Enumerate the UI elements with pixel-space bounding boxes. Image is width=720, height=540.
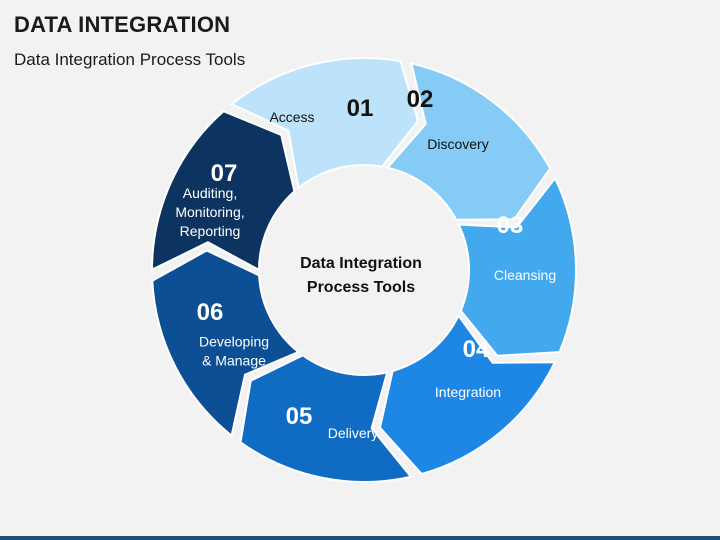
bottom-accent-bar	[0, 536, 720, 540]
page-title: DATA INTEGRATION	[14, 12, 231, 37]
step-04-number: 04	[463, 336, 490, 363]
step-05-segment	[239, 354, 413, 483]
step-01-segment	[230, 57, 420, 190]
center-title-line-1: Data Integration	[300, 255, 422, 272]
step-06-number: 06	[197, 299, 224, 326]
step-06-label-line-1: Developing	[199, 334, 269, 350]
step-05-label-line-1: Delivery	[328, 425, 379, 441]
step-02-number: 02	[407, 86, 434, 113]
page-subtitle: Data Integration Process Tools	[14, 50, 246, 69]
step-04-segment	[378, 313, 557, 476]
step-05-number: 05	[286, 403, 313, 430]
center-title-line-2: Process Tools	[307, 279, 415, 296]
cycle-segments	[150, 57, 578, 483]
step-07-segment	[150, 110, 296, 272]
step-04-label-line-1: Integration	[435, 384, 501, 400]
step-07-label-line-2: Monitoring,	[175, 204, 244, 220]
step-07-label-line-1: Auditing,	[183, 185, 237, 201]
step-03-label-line-1: Cleansing	[494, 267, 556, 283]
step-07-label-line-3: Reporting	[180, 223, 241, 239]
step-06-label-line-2: & Manage	[202, 353, 266, 369]
step-03-number: 03	[497, 212, 524, 239]
step-03-segment	[457, 176, 578, 357]
step-02-segment	[385, 62, 552, 221]
step-06-segment	[151, 249, 301, 438]
step-01-number: 01	[347, 95, 374, 122]
step-02-label-line-1: Discovery	[427, 136, 488, 152]
step-01-label-line-1: Access	[269, 109, 314, 125]
step-07-number: 07	[211, 160, 238, 187]
